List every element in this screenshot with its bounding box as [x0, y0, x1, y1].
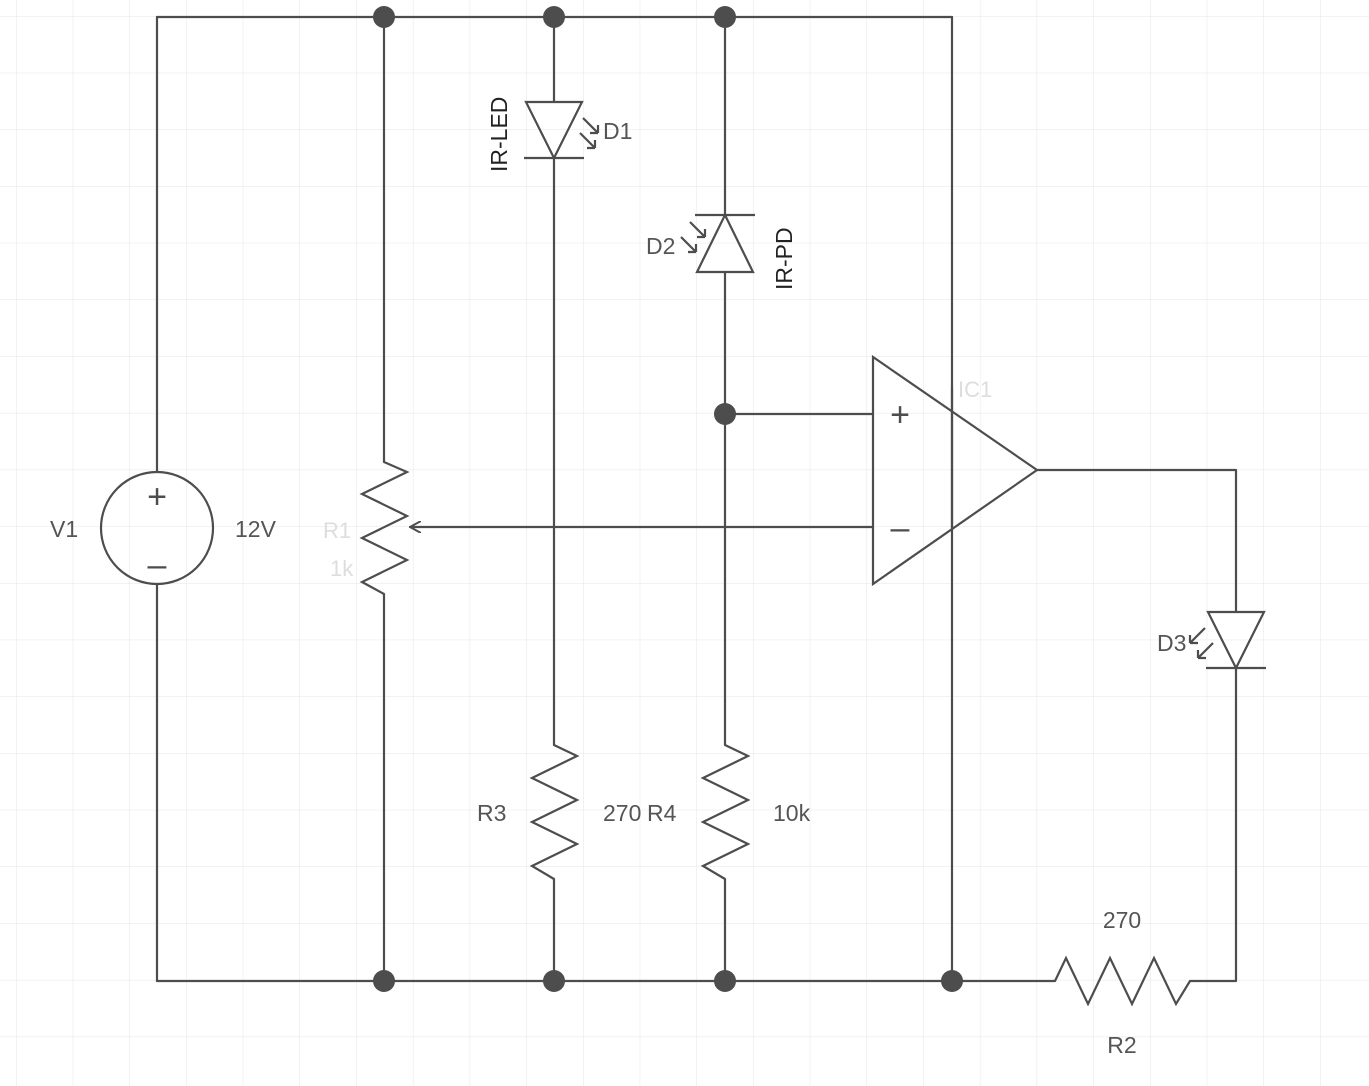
r2-value-label: 270	[1103, 907, 1141, 933]
junction-dot	[373, 970, 395, 992]
pd-d2-name-label: D2	[646, 233, 675, 259]
junctions	[373, 6, 963, 992]
r4-name-label: R4	[647, 800, 677, 826]
r3-value-label: 270	[603, 800, 641, 826]
pot-value-label: 1k	[330, 556, 354, 581]
junction-dot	[714, 403, 736, 425]
junction-dot	[714, 970, 736, 992]
ir-led-d1[interactable]	[524, 100, 600, 161]
r2-name-label: R2	[1107, 1032, 1136, 1058]
resistor-r2[interactable]	[1054, 955, 1191, 1007]
indicator-led-d3[interactable]	[1188, 610, 1266, 671]
led-d3-name-label: D3	[1157, 630, 1186, 656]
junction-dot	[941, 970, 963, 992]
potentiometer-r1[interactable]	[359, 460, 410, 595]
opamp-name-label: IC1	[958, 377, 992, 402]
led-d1-type-label: IR-LED	[486, 97, 512, 172]
source-value-label: 12V	[235, 516, 277, 542]
source-name-label: V1	[50, 516, 78, 542]
source-plus-sign: +	[147, 478, 167, 516]
resistor-r3[interactable]	[529, 744, 580, 880]
voltage-source-v1[interactable]: + –	[99, 470, 215, 586]
pot-name-label: R1	[323, 518, 351, 543]
junction-dot	[373, 6, 395, 28]
opamp-plus-sign: +	[890, 396, 910, 434]
resistor-r4[interactable]	[700, 744, 751, 880]
photodiode-d2[interactable]	[680, 212, 755, 274]
opamp-minus-sign: –	[891, 509, 910, 547]
junction-dot	[543, 6, 565, 28]
junction-dot	[714, 6, 736, 28]
pd-d2-type-label: IR-PD	[771, 227, 797, 290]
junction-dot	[543, 970, 565, 992]
led-d1-name-label: D1	[603, 118, 632, 144]
opamp-ic1[interactable]: + –	[871, 354, 1039, 587]
r3-name-label: R3	[477, 800, 506, 826]
r4-value-label: 10k	[773, 800, 811, 826]
source-minus-sign: –	[148, 546, 167, 584]
